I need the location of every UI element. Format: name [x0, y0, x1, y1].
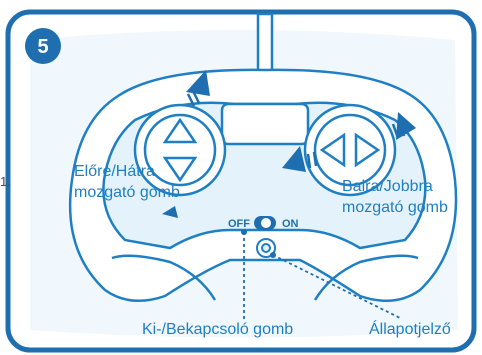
status-light-label: Állapotjelző — [369, 319, 451, 338]
forward-back-label-line2: mozgató gomb — [74, 184, 180, 201]
leader-dot-light — [270, 252, 276, 258]
forward-back-joystick — [135, 105, 225, 195]
left-right-label-line2: mozgató gomb — [342, 199, 448, 216]
leader-dot-switch — [241, 229, 247, 235]
switch-on-label: ON — [282, 218, 299, 230]
power-switch: OFF ON — [228, 216, 299, 230]
left-right-label-line1: Balra/Jobbra — [342, 178, 433, 195]
forward-back-label-line1: Előre/Hátra — [74, 163, 155, 180]
power-switch-label: Ki-/Bekapcsoló gomb — [142, 321, 293, 338]
step-number: 5 — [37, 36, 48, 58]
switch-off-label: OFF — [228, 218, 250, 230]
edge-text: 1. — [0, 174, 11, 189]
